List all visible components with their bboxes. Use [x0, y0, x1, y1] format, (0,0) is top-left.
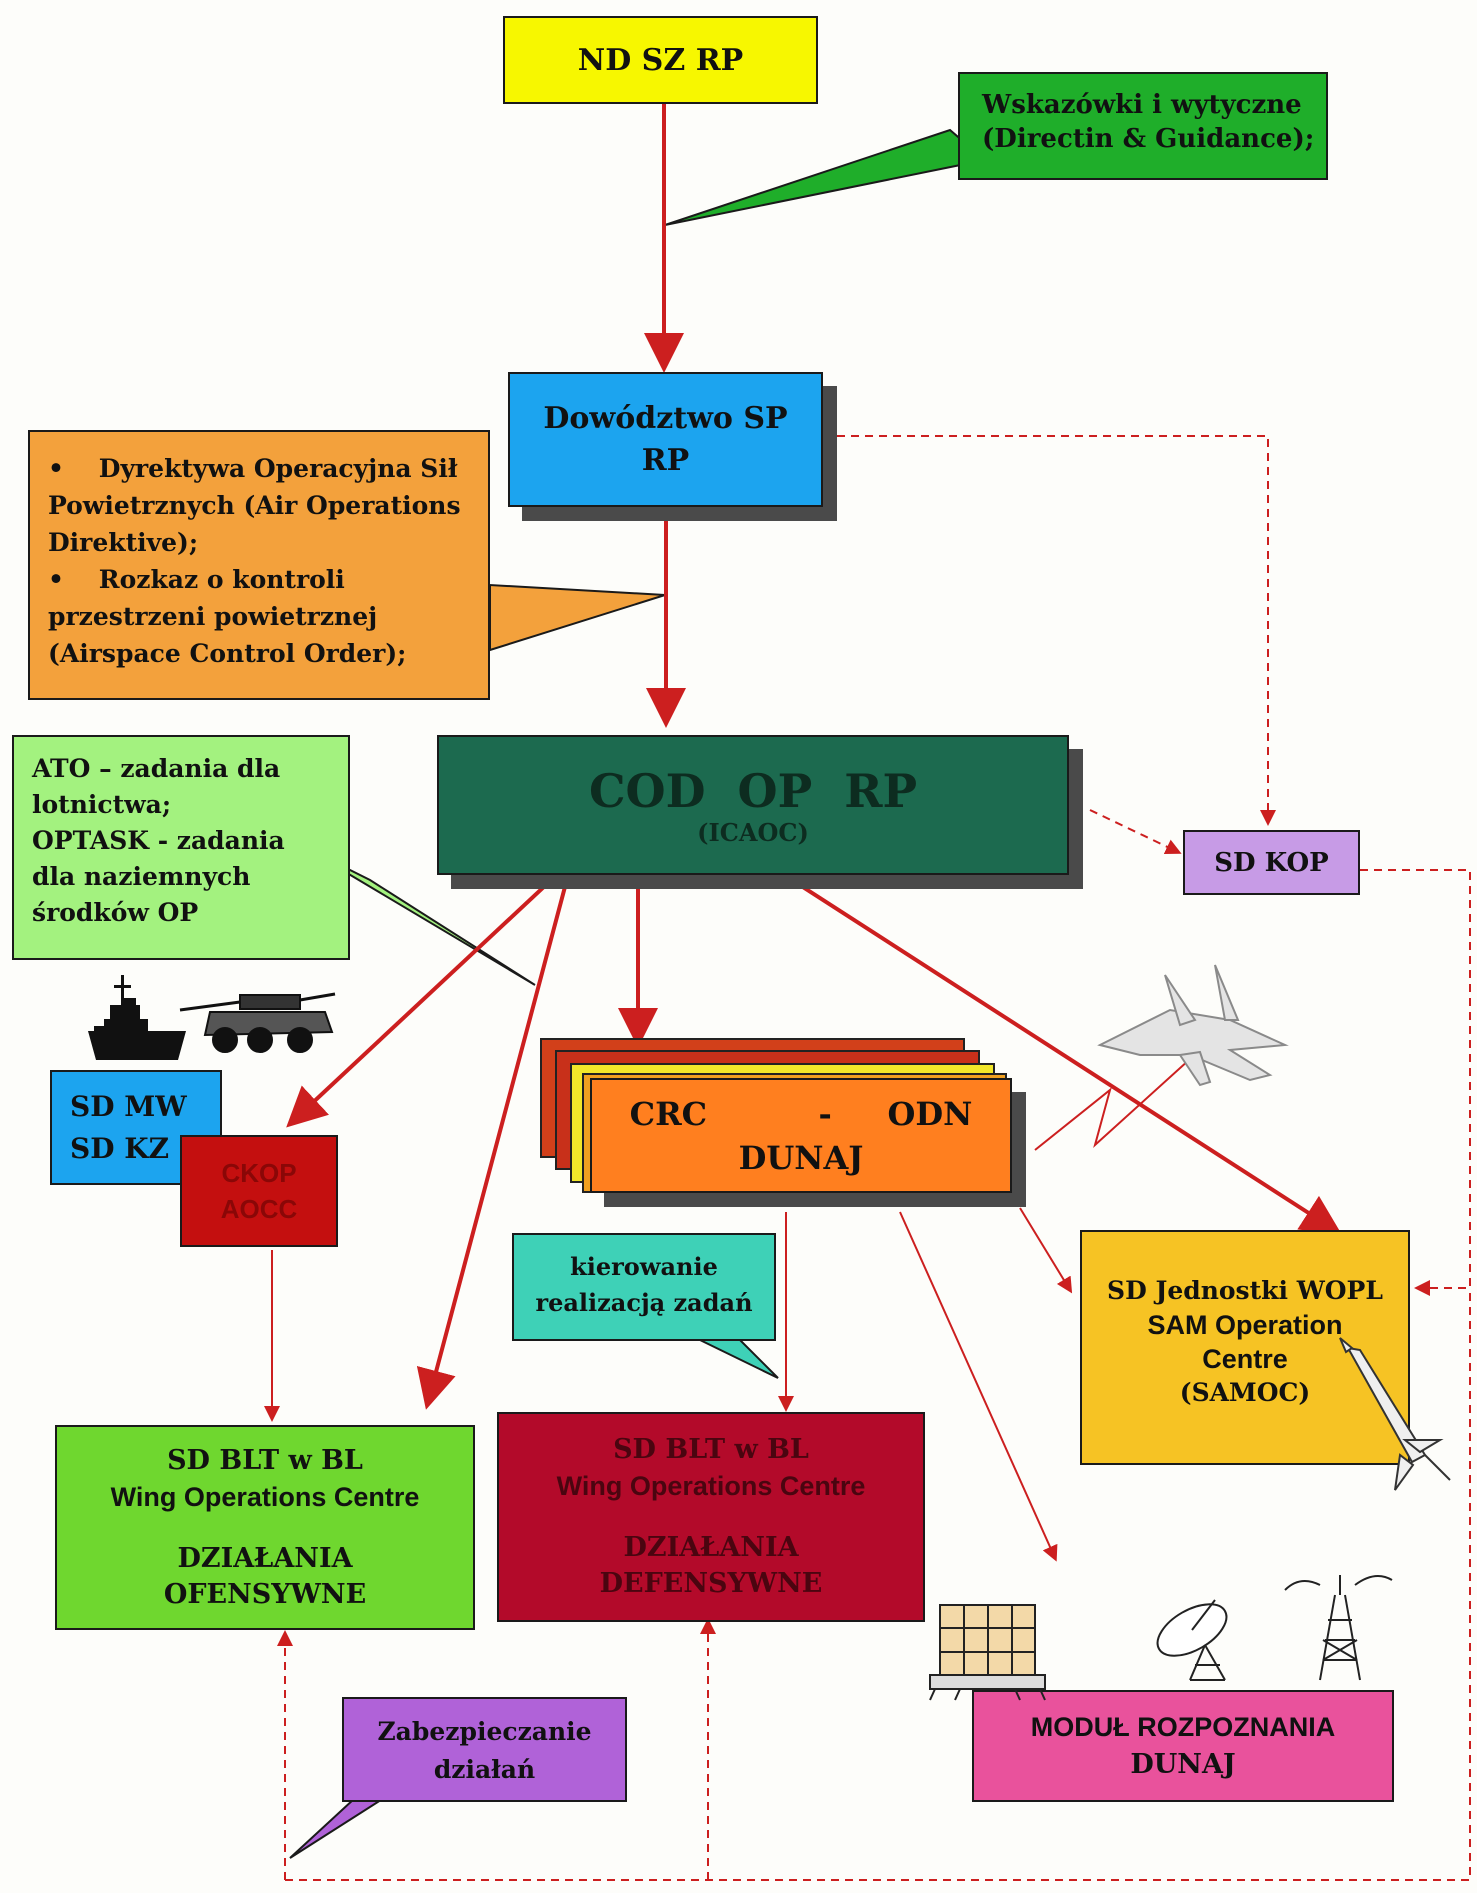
- node-cod-line2: (ICAOC): [697, 817, 809, 847]
- callout-dyrektywa-item2: • Rozkaz o kontroli przestrzeni powietrz…: [48, 565, 407, 668]
- callout-kierowanie-line2: realizacją zadań: [535, 1288, 753, 1317]
- node-crc: CRC - ODN DUNAJ: [590, 1078, 1012, 1193]
- node-dowodztwo-line2: RP: [641, 442, 690, 478]
- node-blt-defensywne-line2: Wing Operations Centre: [556, 1471, 866, 1501]
- callout-wskazowki-line2: (Directin & Guidance);: [982, 124, 1315, 154]
- node-sd-mw-line1: SD MW: [70, 1089, 187, 1123]
- arrow-cod-to-wopl: [790, 878, 1342, 1235]
- callout-zabezpieczanie-line2: działań: [433, 1755, 536, 1784]
- dyrektywa-tail: [489, 583, 666, 652]
- node-blt-defensywne-line3: DZIAŁANIA: [623, 1532, 799, 1563]
- kierowanie-tail: [699, 1339, 779, 1379]
- node-blt-ofensywne-line1: SD BLT w BL: [167, 1444, 363, 1476]
- callout-dyrektywa-item1-text: Dyrektywa Operacyjna Sił Powietrznych (A…: [48, 454, 461, 557]
- node-ckop-line2: AOCC: [220, 1194, 298, 1224]
- node-modul-rozpoznania: MODUŁ ROZPOZNANIA DUNAJ: [972, 1690, 1394, 1802]
- node-blt-ofensywne-line4: OFENSYWNE: [163, 1578, 367, 1610]
- node-dowodztwo-line1: Dowództwo SP: [543, 400, 788, 436]
- node-nd-sz-rp-label: ND SZ RP: [577, 42, 744, 78]
- node-nd-sz-rp: ND SZ RP: [503, 16, 818, 104]
- node-blt-defensywne-line4: DEFENSYWNE: [599, 1568, 823, 1599]
- arrow-crc-to-modul: [899, 1211, 1058, 1562]
- node-wopl: SD Jednostki WOPL SAM Operation Centre (…: [1080, 1230, 1410, 1465]
- node-wopl-line2: SAM Operation: [1147, 1310, 1343, 1340]
- node-cod-line1: COD OP RP: [588, 763, 918, 818]
- arrow-cod-to-blt-ofens: [416, 882, 568, 1410]
- node-modul-line2: DUNAJ: [1130, 1749, 1236, 1780]
- callout-ato-line2: lotnictwa;: [32, 790, 172, 819]
- callout-dyrektywa-item2-text: Rozkaz o kontroli przestrzeni powietrzne…: [48, 565, 407, 668]
- node-sd-mw-line2: SD KZ: [70, 1131, 170, 1165]
- callout-ato-line3: OPTASK - zadania: [32, 826, 285, 855]
- node-ckop-line1: CKOP: [221, 1158, 297, 1188]
- node-wopl-line1: SD Jednostki WOPL: [1107, 1276, 1383, 1305]
- callout-zabezpieczanie-line1: Zabezpieczanie: [377, 1717, 592, 1746]
- node-dowodztwo: Dowództwo SP RP: [508, 372, 823, 507]
- node-blt-ofensywne: SD BLT w BL Wing Operations Centre DZIAŁ…: [55, 1425, 475, 1630]
- arrow-crc-to-wopl: [1019, 1207, 1073, 1294]
- node-sd-kop: SD KOP: [1183, 830, 1360, 895]
- node-modul-line1: MODUŁ ROZPOZNANIA: [1030, 1712, 1336, 1742]
- callout-ato-line4: dla naziemnych: [32, 862, 251, 891]
- dashed-bottom-baseline: [285, 1290, 1471, 1881]
- callout-kierowanie-line1: kierowanie: [570, 1252, 718, 1281]
- dashed-dowodztwo-to-sdkop: [823, 435, 1276, 826]
- wskazowki-tail: [664, 128, 988, 226]
- arrow-cod-to-ckop: [286, 881, 550, 1128]
- dashed-sdkop-to-wopl: [1360, 869, 1471, 1296]
- callout-zabezpieczanie: Zabezpieczanie działań: [342, 1697, 627, 1802]
- callout-wskazowki-line1: Wskazówki i wytyczne: [982, 90, 1302, 120]
- node-blt-defensywne-line1: SD BLT w BL: [613, 1434, 809, 1465]
- callout-ato: ATO – zadania dla lotnictwa; OPTASK - za…: [12, 735, 350, 960]
- node-ckop: CKOP AOCC: [180, 1135, 338, 1247]
- callout-kierowanie: kierowanie realizacją zadań: [512, 1233, 776, 1341]
- node-wopl-line3: Centre: [1202, 1344, 1288, 1374]
- node-cod: COD OP RP (ICAOC): [437, 735, 1069, 875]
- callout-ato-line1: ATO – zadania dla: [32, 754, 281, 783]
- callout-dyrektywa: • Dyrektywa Operacyjna Sił Powietrznych …: [28, 430, 490, 700]
- node-wopl-line4: (SAMOC): [1179, 1378, 1311, 1407]
- node-sd-kop-label: SD KOP: [1214, 847, 1329, 878]
- node-blt-ofensywne-line3: DZIAŁANIA: [177, 1542, 353, 1574]
- arrow-crc-to-jet: [1034, 1047, 1203, 1151]
- node-crc-line1: CRC - ODN: [629, 1094, 973, 1133]
- callout-wskazowki: Wskazówki i wytyczne (Directin & Guidanc…: [958, 72, 1328, 180]
- node-crc-line2: DUNAJ: [738, 1138, 864, 1177]
- dashed-cod-to-sdkop: [1089, 809, 1182, 855]
- callout-ato-line5: środków OP: [32, 898, 199, 927]
- callout-dyrektywa-item1: • Dyrektywa Operacyjna Sił Powietrznych …: [48, 454, 461, 557]
- node-blt-defensywne: SD BLT w BL Wing Operations Centre DZIAŁ…: [497, 1412, 925, 1622]
- node-blt-ofensywne-line2: Wing Operations Centre: [110, 1481, 420, 1512]
